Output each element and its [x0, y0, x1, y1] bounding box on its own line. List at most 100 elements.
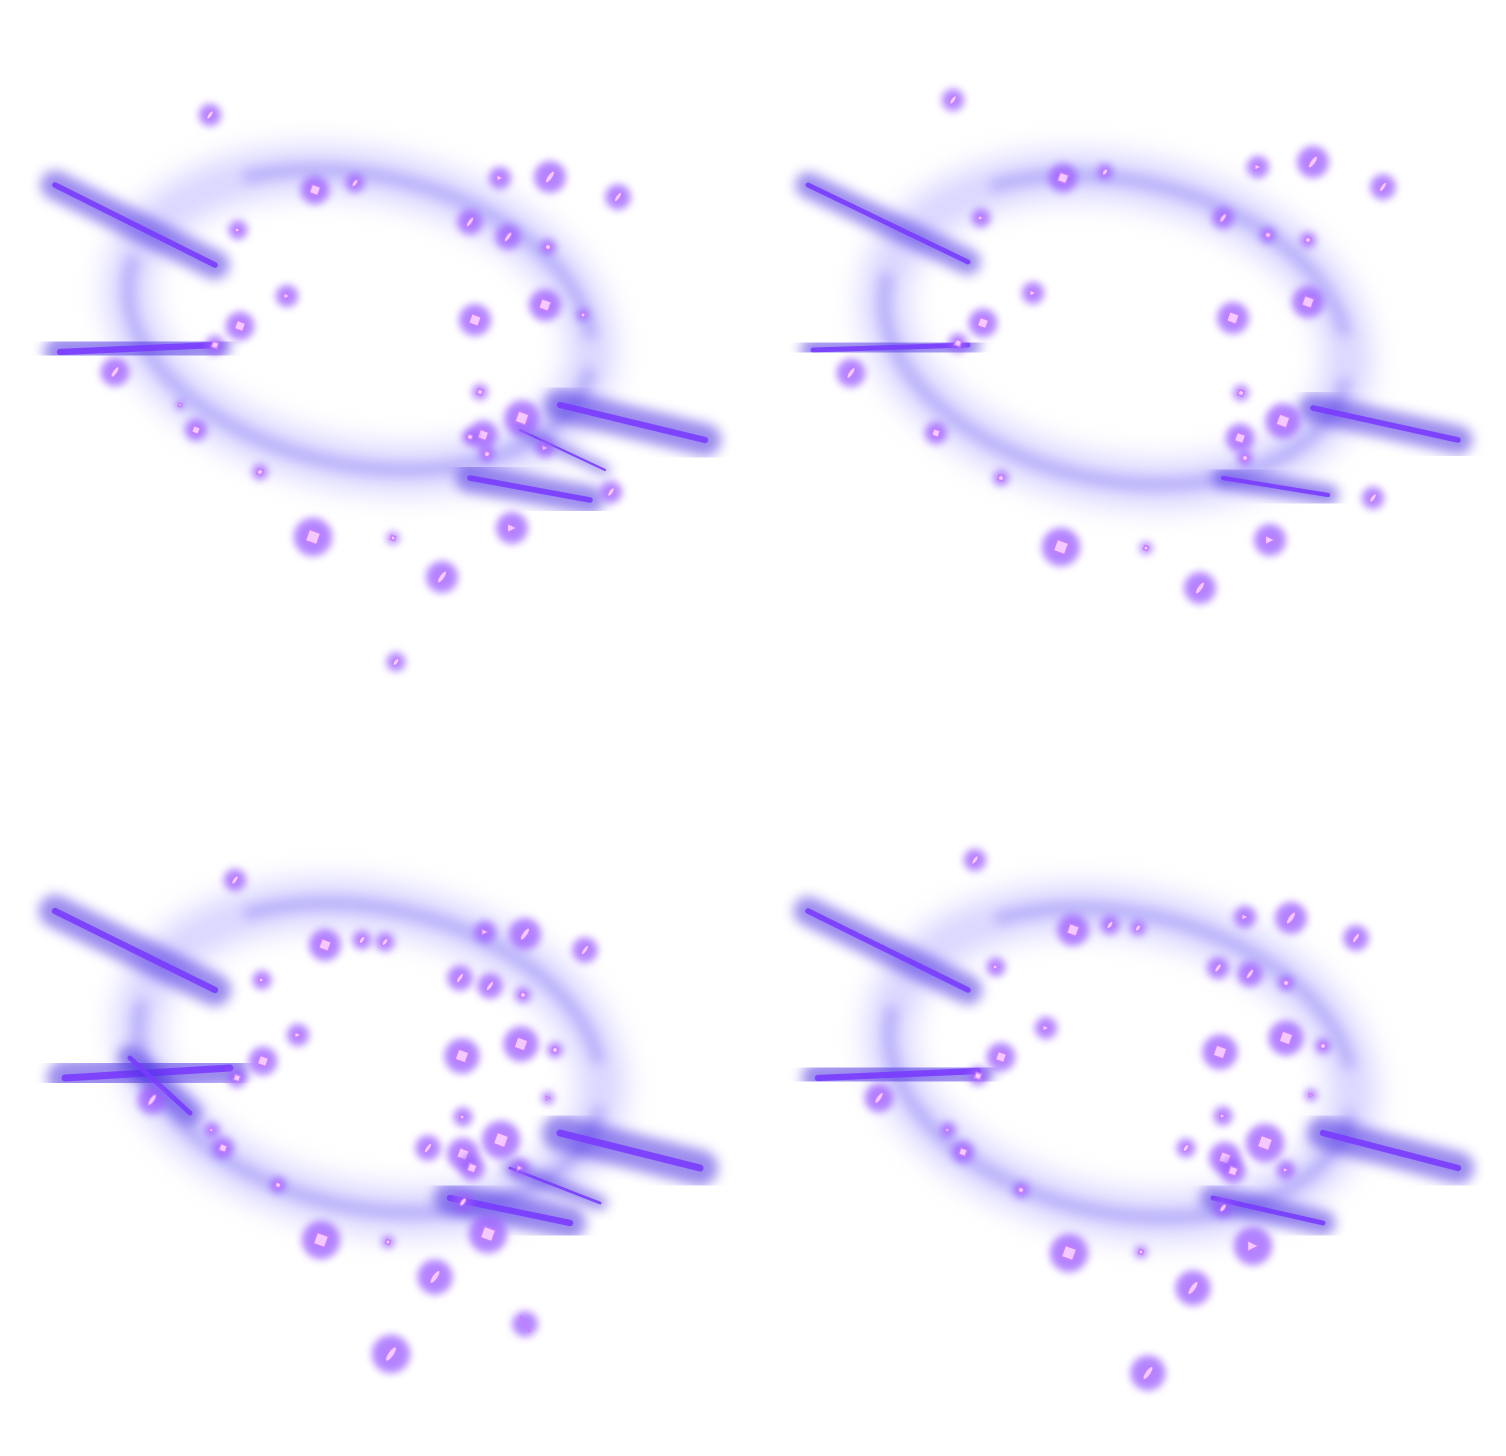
energy-streak — [793, 896, 983, 1005]
sparkle-particle — [453, 1192, 473, 1212]
sparkle-particle — [986, 957, 1006, 977]
sparkle-particle — [100, 357, 130, 387]
sparkle-particle — [211, 1136, 235, 1160]
sparkle-particle — [227, 1068, 247, 1088]
sparkle-particle — [381, 1235, 395, 1249]
sparkle-particle — [963, 848, 987, 872]
effect-frame-2 — [753, 0, 1506, 728]
sparkle-particle — [453, 1107, 473, 1127]
sparkle-particle — [459, 304, 491, 336]
sparkle-particle — [951, 1140, 975, 1164]
sparkle-particle — [968, 308, 998, 338]
sparkle-particle — [968, 1066, 988, 1086]
sparkle-particle — [547, 1042, 563, 1058]
sparkle-particle — [417, 1259, 453, 1295]
sparkle-particle — [509, 918, 541, 950]
sparkle-particle — [986, 1042, 1016, 1072]
sparkle-particle — [1130, 920, 1146, 936]
sparkle-particle — [270, 1177, 286, 1193]
energy-streak — [795, 172, 981, 275]
sparkle-particle — [1315, 1038, 1331, 1054]
sparkle-particle — [924, 421, 948, 445]
sparkle-particle — [204, 1122, 220, 1138]
sparkle-particle — [1246, 155, 1270, 179]
effect-frame-4 — [753, 728, 1506, 1456]
sparkle-particle — [535, 438, 555, 458]
sparkle-particle — [198, 103, 222, 127]
glow-ring — [105, 146, 615, 494]
sparkle-particle — [481, 1120, 521, 1160]
sparkle-particle — [1139, 541, 1153, 555]
sparkle-particle — [534, 161, 566, 193]
energy-streak — [1200, 1185, 1336, 1236]
sparkle-particle — [1260, 227, 1276, 243]
sparkle-particle — [457, 209, 483, 235]
sparkle-particle — [503, 1026, 539, 1062]
frame-2-canvas — [795, 88, 1473, 604]
sparkle-particle — [1097, 164, 1113, 180]
glow-ring — [861, 152, 1371, 508]
sparkle-particle — [375, 932, 395, 952]
energy-streak — [1306, 1116, 1475, 1185]
sparkle-particle — [515, 987, 531, 1003]
sparkle-particle — [426, 561, 458, 593]
sparkle-particle — [948, 333, 968, 353]
sparkle-particle — [462, 429, 478, 445]
sparkle-particle — [1237, 961, 1263, 987]
sparkle-particle — [1268, 1020, 1304, 1056]
sparkle-particle — [286, 1023, 310, 1047]
glow-ring — [866, 885, 1376, 1241]
sparkle-particle — [225, 311, 255, 341]
sparkle-particle — [228, 220, 248, 240]
sparkle-particle — [1134, 1245, 1148, 1259]
sparkle-particle — [1361, 486, 1385, 510]
sparkle-particle — [223, 868, 247, 892]
sparkle-particle — [1254, 524, 1286, 556]
sparkle-particle — [275, 284, 299, 308]
sparkle-particle — [1057, 914, 1089, 946]
sparkle-particle — [1202, 1034, 1238, 1070]
sparkle-particle — [205, 335, 225, 355]
energy-streak — [1298, 393, 1473, 455]
sparkle-particle — [836, 358, 866, 388]
sparkle-particle — [415, 1135, 441, 1161]
sparkle-particle — [1213, 1106, 1233, 1126]
sparkle-particle — [1276, 1160, 1296, 1180]
sparkle-particle — [301, 1220, 341, 1260]
sparkle-particle — [1013, 1182, 1029, 1198]
sparkle-particle — [252, 464, 268, 480]
sparkle-particle — [1233, 905, 1257, 929]
sparkle-particle — [1343, 925, 1369, 951]
sparkle-particle — [496, 512, 528, 544]
sparkle-particle — [1213, 1198, 1233, 1218]
energy-streak — [1212, 467, 1339, 506]
sparkle-particle — [1100, 915, 1120, 935]
sparkle-particle — [1175, 1270, 1211, 1306]
sparkle-particle — [479, 446, 495, 462]
effect-frame-1 — [0, 0, 753, 728]
sparkle-particle — [447, 965, 473, 991]
sparkle-particle — [572, 937, 598, 963]
frame-3-canvas — [38, 868, 718, 1374]
sparkle-particle — [1278, 975, 1294, 991]
energy-streak — [543, 388, 722, 457]
sparkle-particle — [971, 208, 991, 228]
sparkle-particle — [1041, 527, 1081, 567]
sparkle-particle — [1211, 206, 1235, 230]
sparkle-particle — [1220, 1158, 1246, 1184]
energy-streak — [514, 424, 611, 476]
sparkle-particle — [1048, 163, 1078, 193]
sparkle-particle — [1245, 1123, 1285, 1163]
sparkle-particle — [1130, 1355, 1166, 1391]
sparkle-particle — [468, 1214, 508, 1254]
energy-streak — [542, 1115, 718, 1186]
sparkle-particle — [605, 184, 631, 210]
sparkle-particle — [1297, 146, 1329, 178]
energy-streak — [40, 170, 230, 280]
sparkle-particle — [1237, 450, 1253, 466]
sparkle-particle — [293, 517, 333, 557]
sparkle-particle — [477, 973, 503, 999]
sparkle-particle — [1275, 902, 1307, 934]
sparkle-particle — [488, 166, 512, 190]
